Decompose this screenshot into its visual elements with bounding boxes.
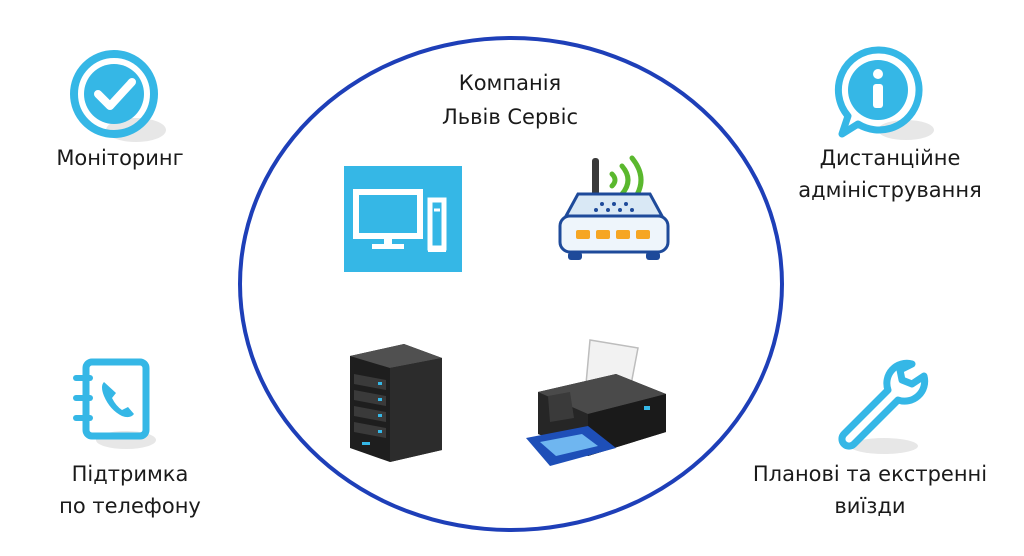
phone-book-icon — [66, 354, 166, 454]
check-icon — [62, 42, 182, 152]
visits-label: Планові та екстренні виїзди — [730, 458, 1010, 522]
printer-icon — [520, 334, 672, 468]
visits-line2: виїзди — [834, 494, 906, 518]
router-icon — [552, 150, 676, 276]
central-ring — [238, 36, 784, 532]
phone-support-line2: по телефону — [59, 494, 201, 518]
company-title-line1: Компанія — [458, 71, 562, 95]
info-icon — [826, 38, 946, 148]
wrench-icon — [830, 356, 940, 456]
remote-admin-line2: адміністрування — [798, 178, 982, 202]
company-title-line2: Львів Сервіс — [441, 105, 579, 129]
monitoring-label: Моніторинг — [56, 146, 184, 170]
remote-admin-line1: Дистанційне — [819, 146, 961, 170]
phone-support-label: Підтримка по телефону — [30, 458, 230, 522]
server-icon — [340, 338, 452, 466]
computer-icon — [344, 166, 462, 272]
company-title: Компанія Львів Сервіс — [400, 66, 620, 134]
visits-line1: Планові та екстренні — [752, 462, 988, 486]
remote-admin-label: Дистанційне адміністрування — [790, 142, 990, 206]
phone-support-line1: Підтримка — [71, 462, 189, 486]
